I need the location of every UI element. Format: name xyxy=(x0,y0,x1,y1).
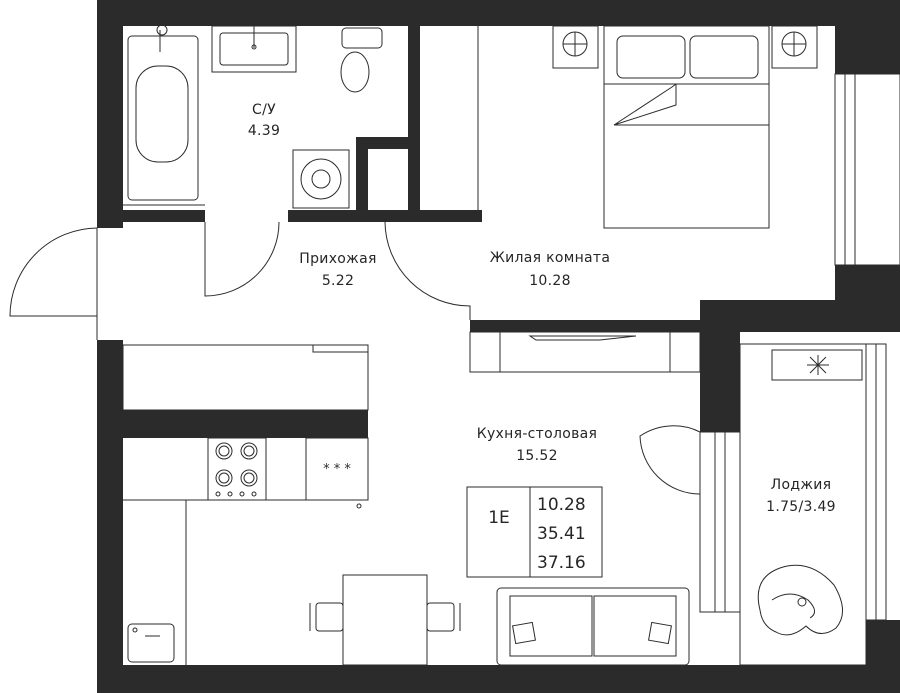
living-area-value: 10.28 xyxy=(537,495,586,515)
hallway-name: Прихожая xyxy=(299,251,376,267)
wall-bottom xyxy=(97,665,900,693)
nightstand-icon xyxy=(771,25,818,69)
wall-living-kitchen xyxy=(470,320,900,332)
dining-table-icon xyxy=(342,574,428,666)
apartment-type: 1E xyxy=(488,508,510,528)
wall-kitchen-inner xyxy=(123,410,368,438)
doors xyxy=(9,221,701,495)
kitchen-area: 15.52 xyxy=(516,448,558,464)
sofa-icon xyxy=(496,587,690,666)
wall-bath-bottom-right xyxy=(288,210,408,222)
wall-living-bottom-left xyxy=(420,210,482,222)
area-summary-box: 1E 10.28 35.41 37.16 xyxy=(466,486,603,578)
air-conditioner-icon xyxy=(771,349,863,381)
chair-icon xyxy=(426,602,461,632)
chair-icon xyxy=(309,602,344,632)
nightstand-icon xyxy=(552,25,599,69)
kitchen-cabinet: * * * xyxy=(305,437,369,509)
window-kitchen-loggia xyxy=(699,431,741,613)
armchair-icon xyxy=(757,564,843,636)
wall-loggia-top xyxy=(700,300,900,320)
hallway-wardrobe xyxy=(122,344,369,411)
entrance-door-swing-icon[interactable] xyxy=(9,227,98,317)
washing-machine-icon xyxy=(292,149,350,209)
stove-icon xyxy=(207,437,267,501)
wall-bath-bottom-left xyxy=(123,210,205,222)
loggia-door-swing-icon[interactable] xyxy=(639,425,701,495)
window-living xyxy=(834,73,900,266)
svg-text:* * *: * * * xyxy=(323,462,351,477)
wall-kitchen-loggia xyxy=(700,332,740,432)
wall-right-bottom xyxy=(866,620,900,665)
living-door-swing-icon[interactable] xyxy=(384,221,471,320)
bathroom-area: 4.39 xyxy=(248,123,280,139)
wall-bath-living xyxy=(408,26,420,222)
windows xyxy=(699,73,900,666)
total-area-value: 35.41 xyxy=(537,524,586,544)
kitchen-sink-icon xyxy=(127,623,175,663)
walls xyxy=(97,0,900,693)
wall-top xyxy=(97,0,835,26)
bathtub-icon xyxy=(127,24,199,201)
sink-icon xyxy=(211,25,297,73)
toilet-icon xyxy=(340,27,383,93)
wall-left-upper xyxy=(97,0,123,228)
living-room-name: Жилая комната xyxy=(490,250,611,266)
wall-top-right xyxy=(835,0,900,74)
bed-icon xyxy=(603,25,770,229)
loggia-name: Лоджия xyxy=(771,477,832,493)
kitchen-name: Кухня-столовая xyxy=(477,426,598,442)
total-with-loggia-value: 37.16 xyxy=(537,553,586,573)
tv-icon xyxy=(469,331,701,373)
wall-shaft-left xyxy=(356,137,368,222)
bathroom-door-swing-icon[interactable] xyxy=(204,221,280,297)
bathroom-name: С/У xyxy=(252,102,276,118)
living-room-area: 10.28 xyxy=(529,273,571,289)
hallway-area: 5.22 xyxy=(322,273,354,289)
loggia-outline xyxy=(739,343,867,666)
kitchen-counter xyxy=(123,499,368,665)
wall-shaft-top xyxy=(356,137,420,149)
loggia-area: 1.75/3.49 xyxy=(766,499,836,515)
wall-left-lower xyxy=(97,340,123,693)
